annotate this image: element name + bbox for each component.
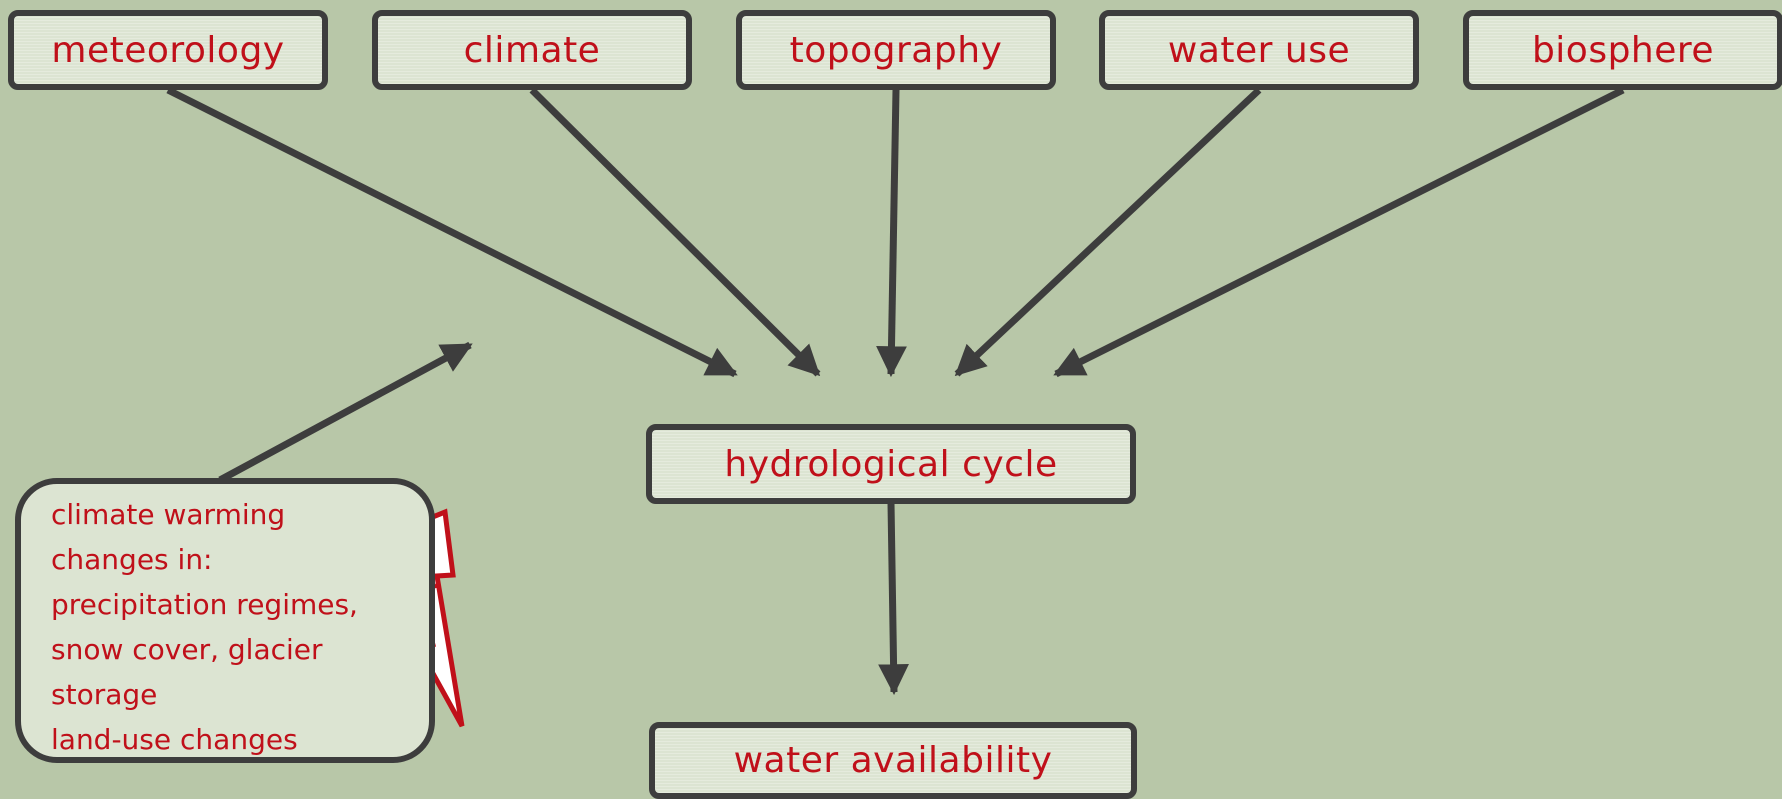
note-line: climate warming: [51, 498, 286, 531]
box-topography-label: topography: [789, 29, 1003, 71]
box-water-use: water use: [1099, 10, 1419, 90]
box-biosphere-label: biosphere: [1531, 29, 1715, 71]
note-line: land-use changes: [51, 723, 298, 756]
box-water-availability-label: water availability: [733, 740, 1053, 781]
note-line: snow cover, glacier: [51, 633, 323, 666]
box-hydrological-cycle-label: hydrological cycle: [724, 443, 1058, 485]
arrow-climate-warming: [218, 341, 473, 484]
arrow-biosphere: [1053, 86, 1625, 378]
box-hydrological-cycle: hydrological cycle: [646, 424, 1136, 504]
box-climate: climate: [372, 10, 692, 90]
note-line: storage: [51, 678, 158, 711]
box-biosphere: biosphere: [1463, 10, 1782, 90]
box-meteorology-label: meteorology: [51, 29, 285, 71]
note-line: precipitation regimes,: [51, 588, 358, 621]
box-water-availability: water availability: [649, 722, 1137, 799]
arrow-water-use: [954, 87, 1262, 377]
arrow-climate: [529, 87, 821, 377]
arrow-meteorology: [166, 86, 738, 378]
arrow-hydro-to-availability: [878, 502, 909, 696]
note-line: changes in:: [51, 543, 213, 576]
box-topography: topography: [736, 10, 1056, 90]
box-meteorology: meteorology: [8, 10, 328, 90]
box-water-use-label: water use: [1167, 29, 1351, 71]
arrow-topography: [876, 89, 907, 378]
climate-warming-note: climate warming changes in: precipitatio…: [15, 478, 435, 763]
box-climate-label: climate: [463, 29, 601, 71]
